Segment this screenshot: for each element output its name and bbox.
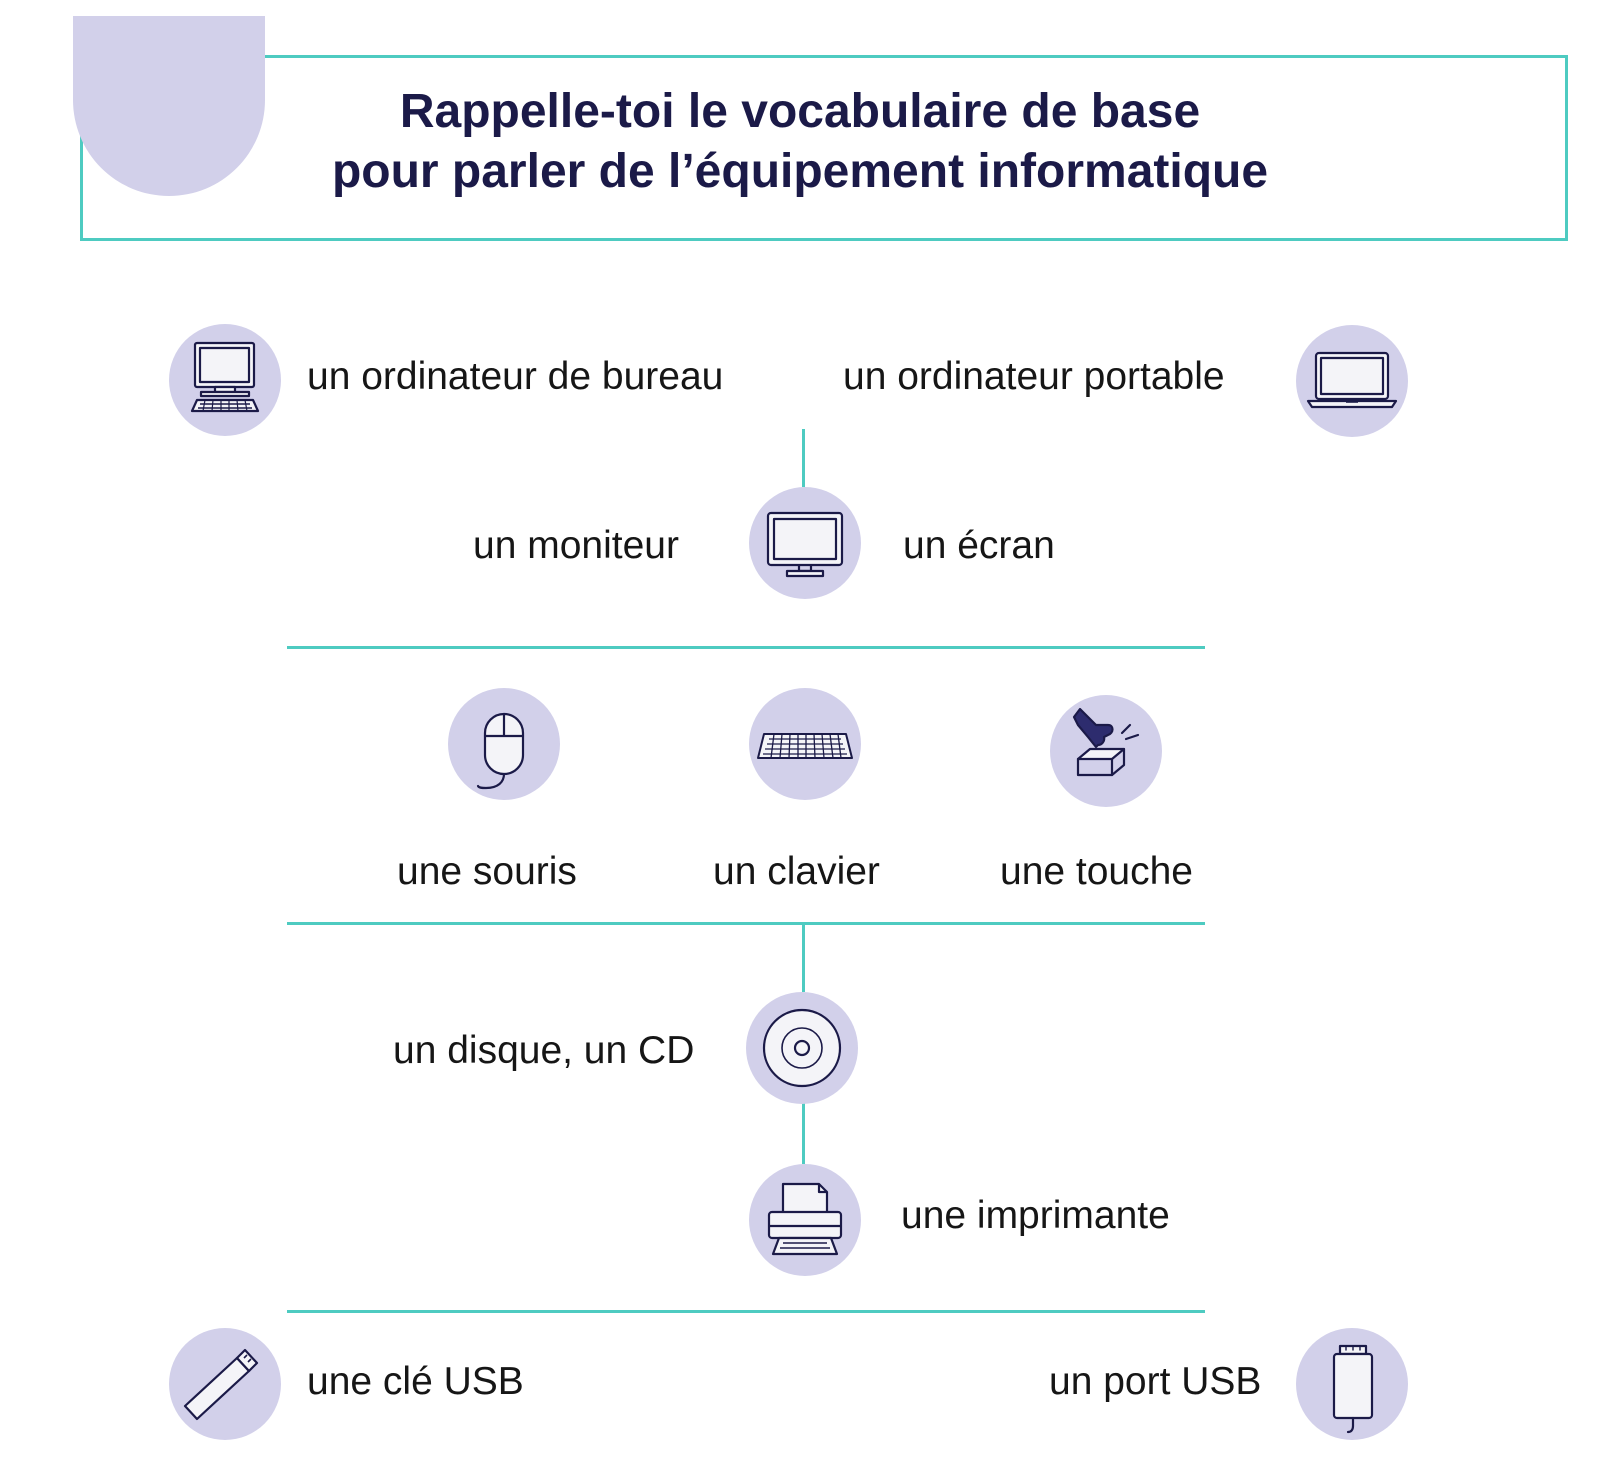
label-printer: une imprimante: [901, 1194, 1170, 1237]
usb-port-icon: [1296, 1328, 1408, 1440]
title-line-1: Rappelle-toi le vocabulaire de base: [399, 85, 1201, 138]
label-usb-port: un port USB: [1049, 1360, 1262, 1403]
mouse-icon: [448, 688, 560, 800]
label-mouse: une souris: [397, 850, 577, 893]
label-monitor: un moniteur: [473, 524, 679, 567]
desktop-computer-icon: [169, 324, 281, 436]
title-frame: [80, 55, 1568, 241]
laptop-icon: [1296, 325, 1408, 437]
label-screen: un écran: [903, 524, 1055, 567]
label-key: une touche: [1000, 850, 1194, 893]
divider-1: [287, 646, 1205, 649]
monitor-icon: [749, 487, 861, 599]
keyboard-icon: [749, 688, 861, 800]
label-laptop: un ordinateur portable: [843, 355, 1225, 398]
connector-vertical-mid-1: [802, 922, 805, 992]
key-press-icon: [1050, 695, 1162, 807]
label-desktop: un ordinateur de bureau: [307, 355, 724, 398]
label-usb-key: une clé USB: [307, 1360, 524, 1403]
title-line-2: pour parler de l’équipement informatique: [331, 145, 1269, 198]
divider-3: [287, 1310, 1205, 1313]
divider-2: [287, 922, 1205, 925]
connector-vertical-mid-2: [802, 1102, 805, 1164]
disc-icon: [746, 992, 858, 1104]
label-disc: un disque, un CD: [393, 1029, 695, 1072]
decorative-tab: [73, 16, 265, 196]
label-keyboard: un clavier: [713, 850, 880, 893]
usb-key-icon: [169, 1328, 281, 1440]
connector-vertical-top: [802, 429, 805, 487]
printer-icon: [749, 1164, 861, 1276]
